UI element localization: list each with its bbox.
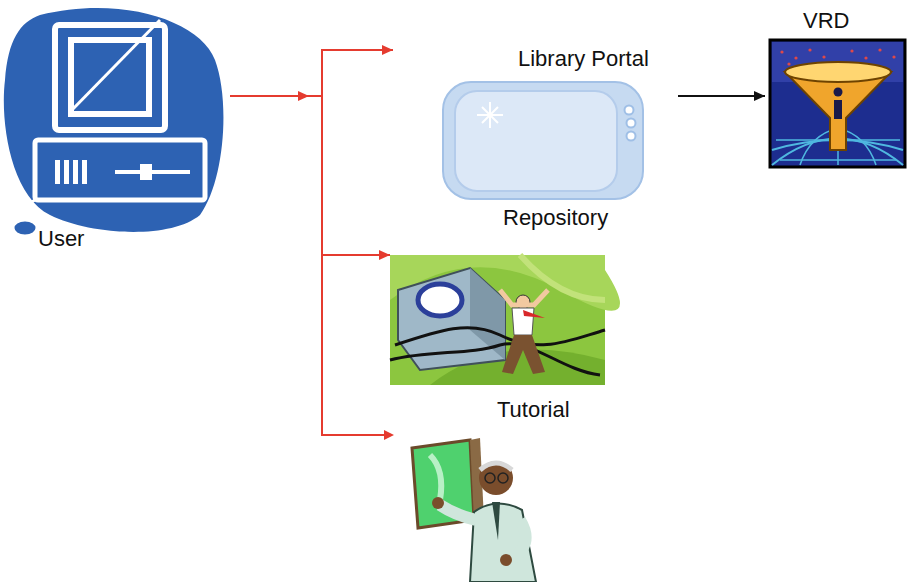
connector-arrow (230, 50, 393, 96)
icon-node: User (5, 5, 230, 260)
icon-node: Library PortalRepository (393, 8, 678, 234)
branch-wires (298, 91, 394, 440)
node-label: Library Portal (518, 46, 649, 72)
node-label: VRD (803, 8, 849, 34)
icon-node: Tutorial (390, 240, 610, 430)
node-label: User (38, 226, 84, 252)
vrd-icon (770, 40, 905, 167)
icon-node: VRD (765, 5, 907, 170)
tutorial-illustration (390, 255, 620, 385)
node-label: Tutorial (497, 397, 570, 423)
monitor-icon (443, 82, 643, 199)
connector-arrow (678, 95, 765, 97)
computer-icon (4, 8, 224, 236)
node-label: Repository (503, 205, 608, 231)
teacher-illustration (412, 438, 536, 582)
connector-arrow (230, 96, 390, 255)
